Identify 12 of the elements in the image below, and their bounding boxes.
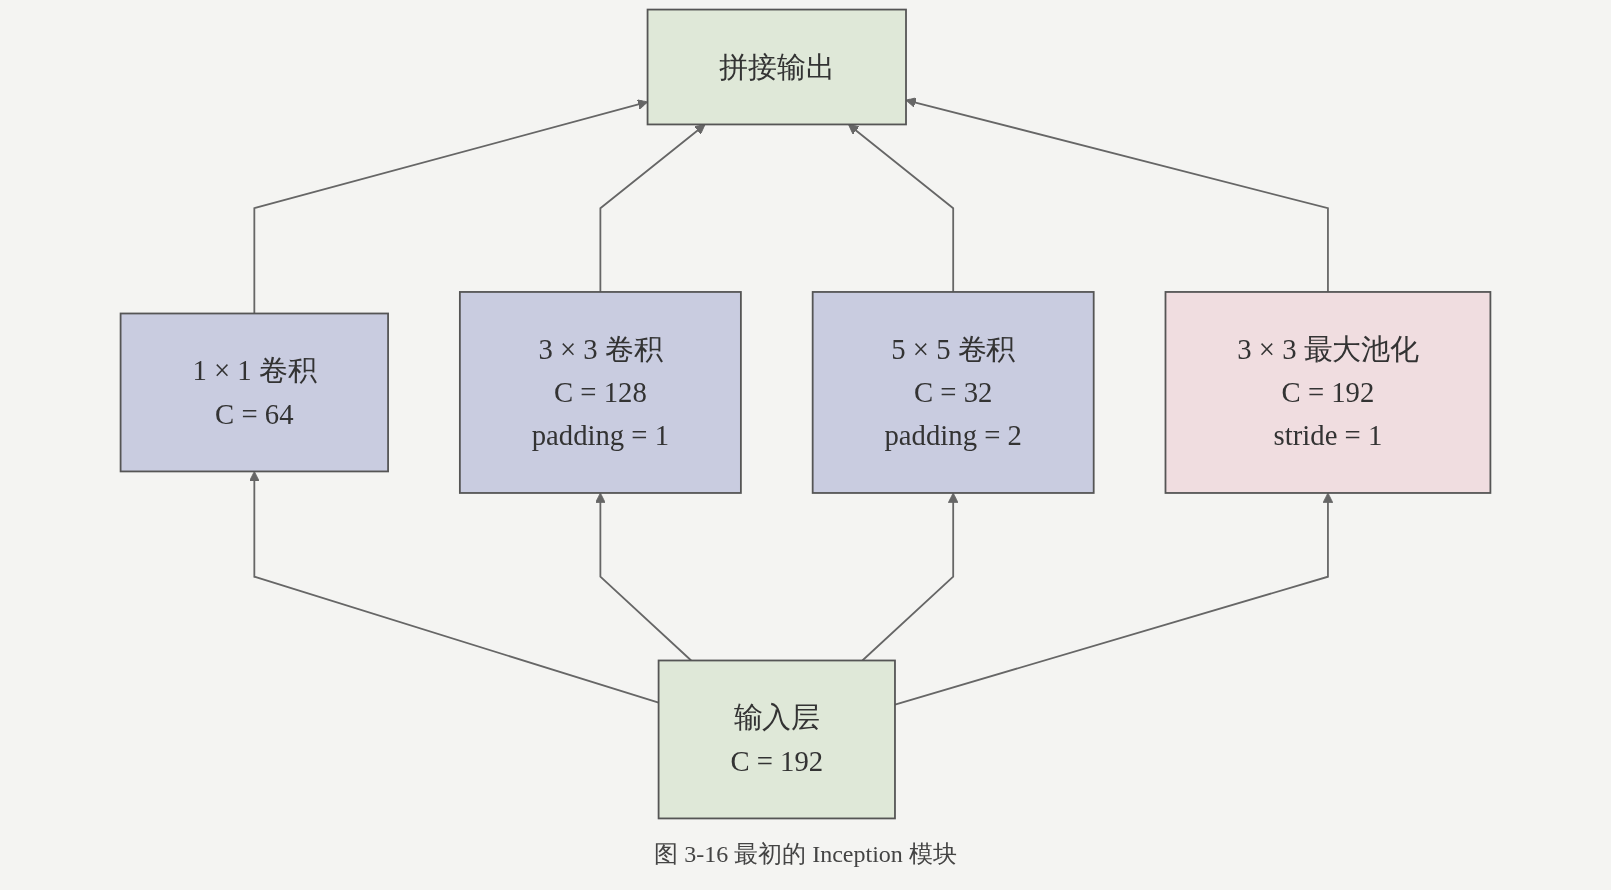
arrow: [894, 492, 1334, 706]
node-box: 3 × 3 最大池化 C = 192 stride = 1: [1164, 291, 1492, 494]
figure-caption: 图 3-16 最初的 Inception 模块: [654, 840, 957, 869]
arrow: [599, 123, 706, 293]
node-box: 5 × 5 卷积 C = 32 padding = 2: [811, 291, 1095, 494]
node-box: 3 × 3 卷积 C = 128 padding = 1: [458, 291, 742, 494]
arrow: [861, 492, 959, 662]
arrow: [848, 123, 955, 293]
arrow: [595, 492, 693, 662]
node-box: 输入层 C = 192: [657, 659, 896, 820]
node-box: 拼接输出: [646, 8, 907, 126]
node-box: 1 × 1 卷积 C = 64: [119, 312, 389, 473]
